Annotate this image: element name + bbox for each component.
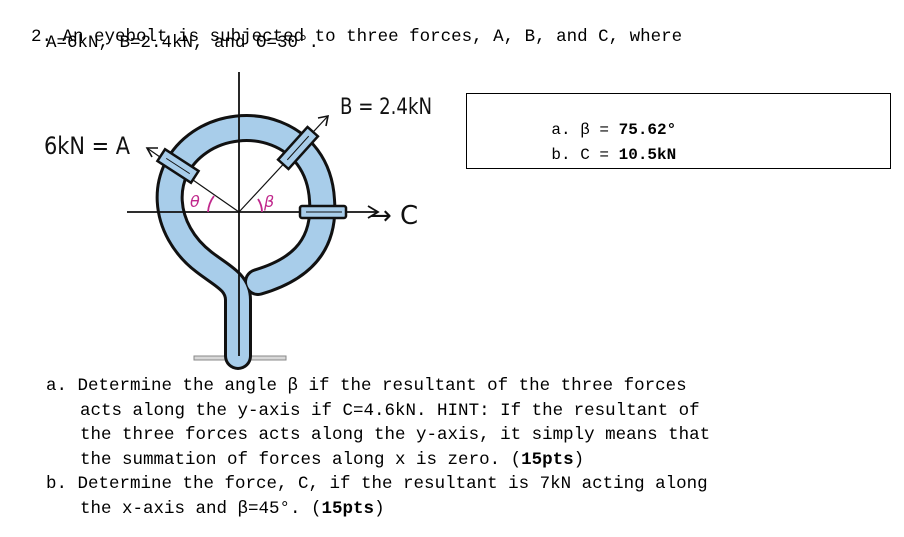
force-b-label: B = 2.4kN bbox=[340, 95, 432, 120]
eyebolt-shank bbox=[158, 117, 334, 367]
problem-statement-line1: 2. An eyebolt is subjected to three forc… bbox=[10, 7, 682, 47]
question-b-line2-text: the x-axis and β=45°. ( bbox=[80, 499, 322, 519]
question-a-points: 15pts bbox=[521, 450, 574, 470]
force-b-arrowhead bbox=[317, 114, 330, 127]
answer-a-label: a. β = bbox=[551, 121, 619, 139]
question-b-points: 15pts bbox=[321, 499, 375, 519]
theta-arc bbox=[207, 195, 215, 213]
question-a-line3: the three forces acts along the y-axis, … bbox=[80, 425, 711, 445]
problem-statement: An eyebolt is subjected to three forces,… bbox=[62, 27, 683, 47]
force-a-label: 6kN = A bbox=[44, 132, 131, 160]
answer-b: b. C = 10.5kN bbox=[513, 125, 676, 185]
question-a-line4: the summation of forces along x is zero.… bbox=[80, 450, 584, 470]
question-a-line4-close: ) bbox=[573, 450, 585, 470]
answer-a-value: 75.62° bbox=[618, 121, 677, 139]
answer-b-value: 10.5kN bbox=[618, 146, 677, 164]
question-a-line2: acts along the y-axis if C=4.6kN. HINT: … bbox=[80, 401, 700, 421]
problem-statement-line2: A=6kN, B=2.4kN, and Θ=30°. bbox=[46, 33, 320, 53]
x-axis-arrowhead bbox=[367, 205, 380, 219]
answer-a: a. β = 75.62° bbox=[513, 100, 676, 160]
question-b-line2: the x-axis and β=45°. (15pts) bbox=[80, 499, 385, 519]
beta-arc bbox=[257, 198, 263, 213]
beta-label: β bbox=[263, 192, 274, 211]
problem-number: 2. bbox=[31, 27, 53, 47]
question-a-line1: a. Determine the angle β if the resultan… bbox=[46, 376, 687, 396]
answer-box: a. β = 75.62° b. C = 10.5kN bbox=[466, 93, 891, 169]
theta-label: θ bbox=[190, 192, 200, 211]
question-a-line4-text: the summation of forces along x is zero.… bbox=[80, 450, 522, 470]
question-b-line1: b. Determine the force, C, if the result… bbox=[46, 474, 708, 494]
question-b-line2-close: ) bbox=[374, 499, 385, 519]
force-a-arrowhead bbox=[145, 147, 158, 158]
answer-b-label: b. C = bbox=[551, 146, 619, 164]
force-c-label: → C bbox=[370, 201, 418, 231]
